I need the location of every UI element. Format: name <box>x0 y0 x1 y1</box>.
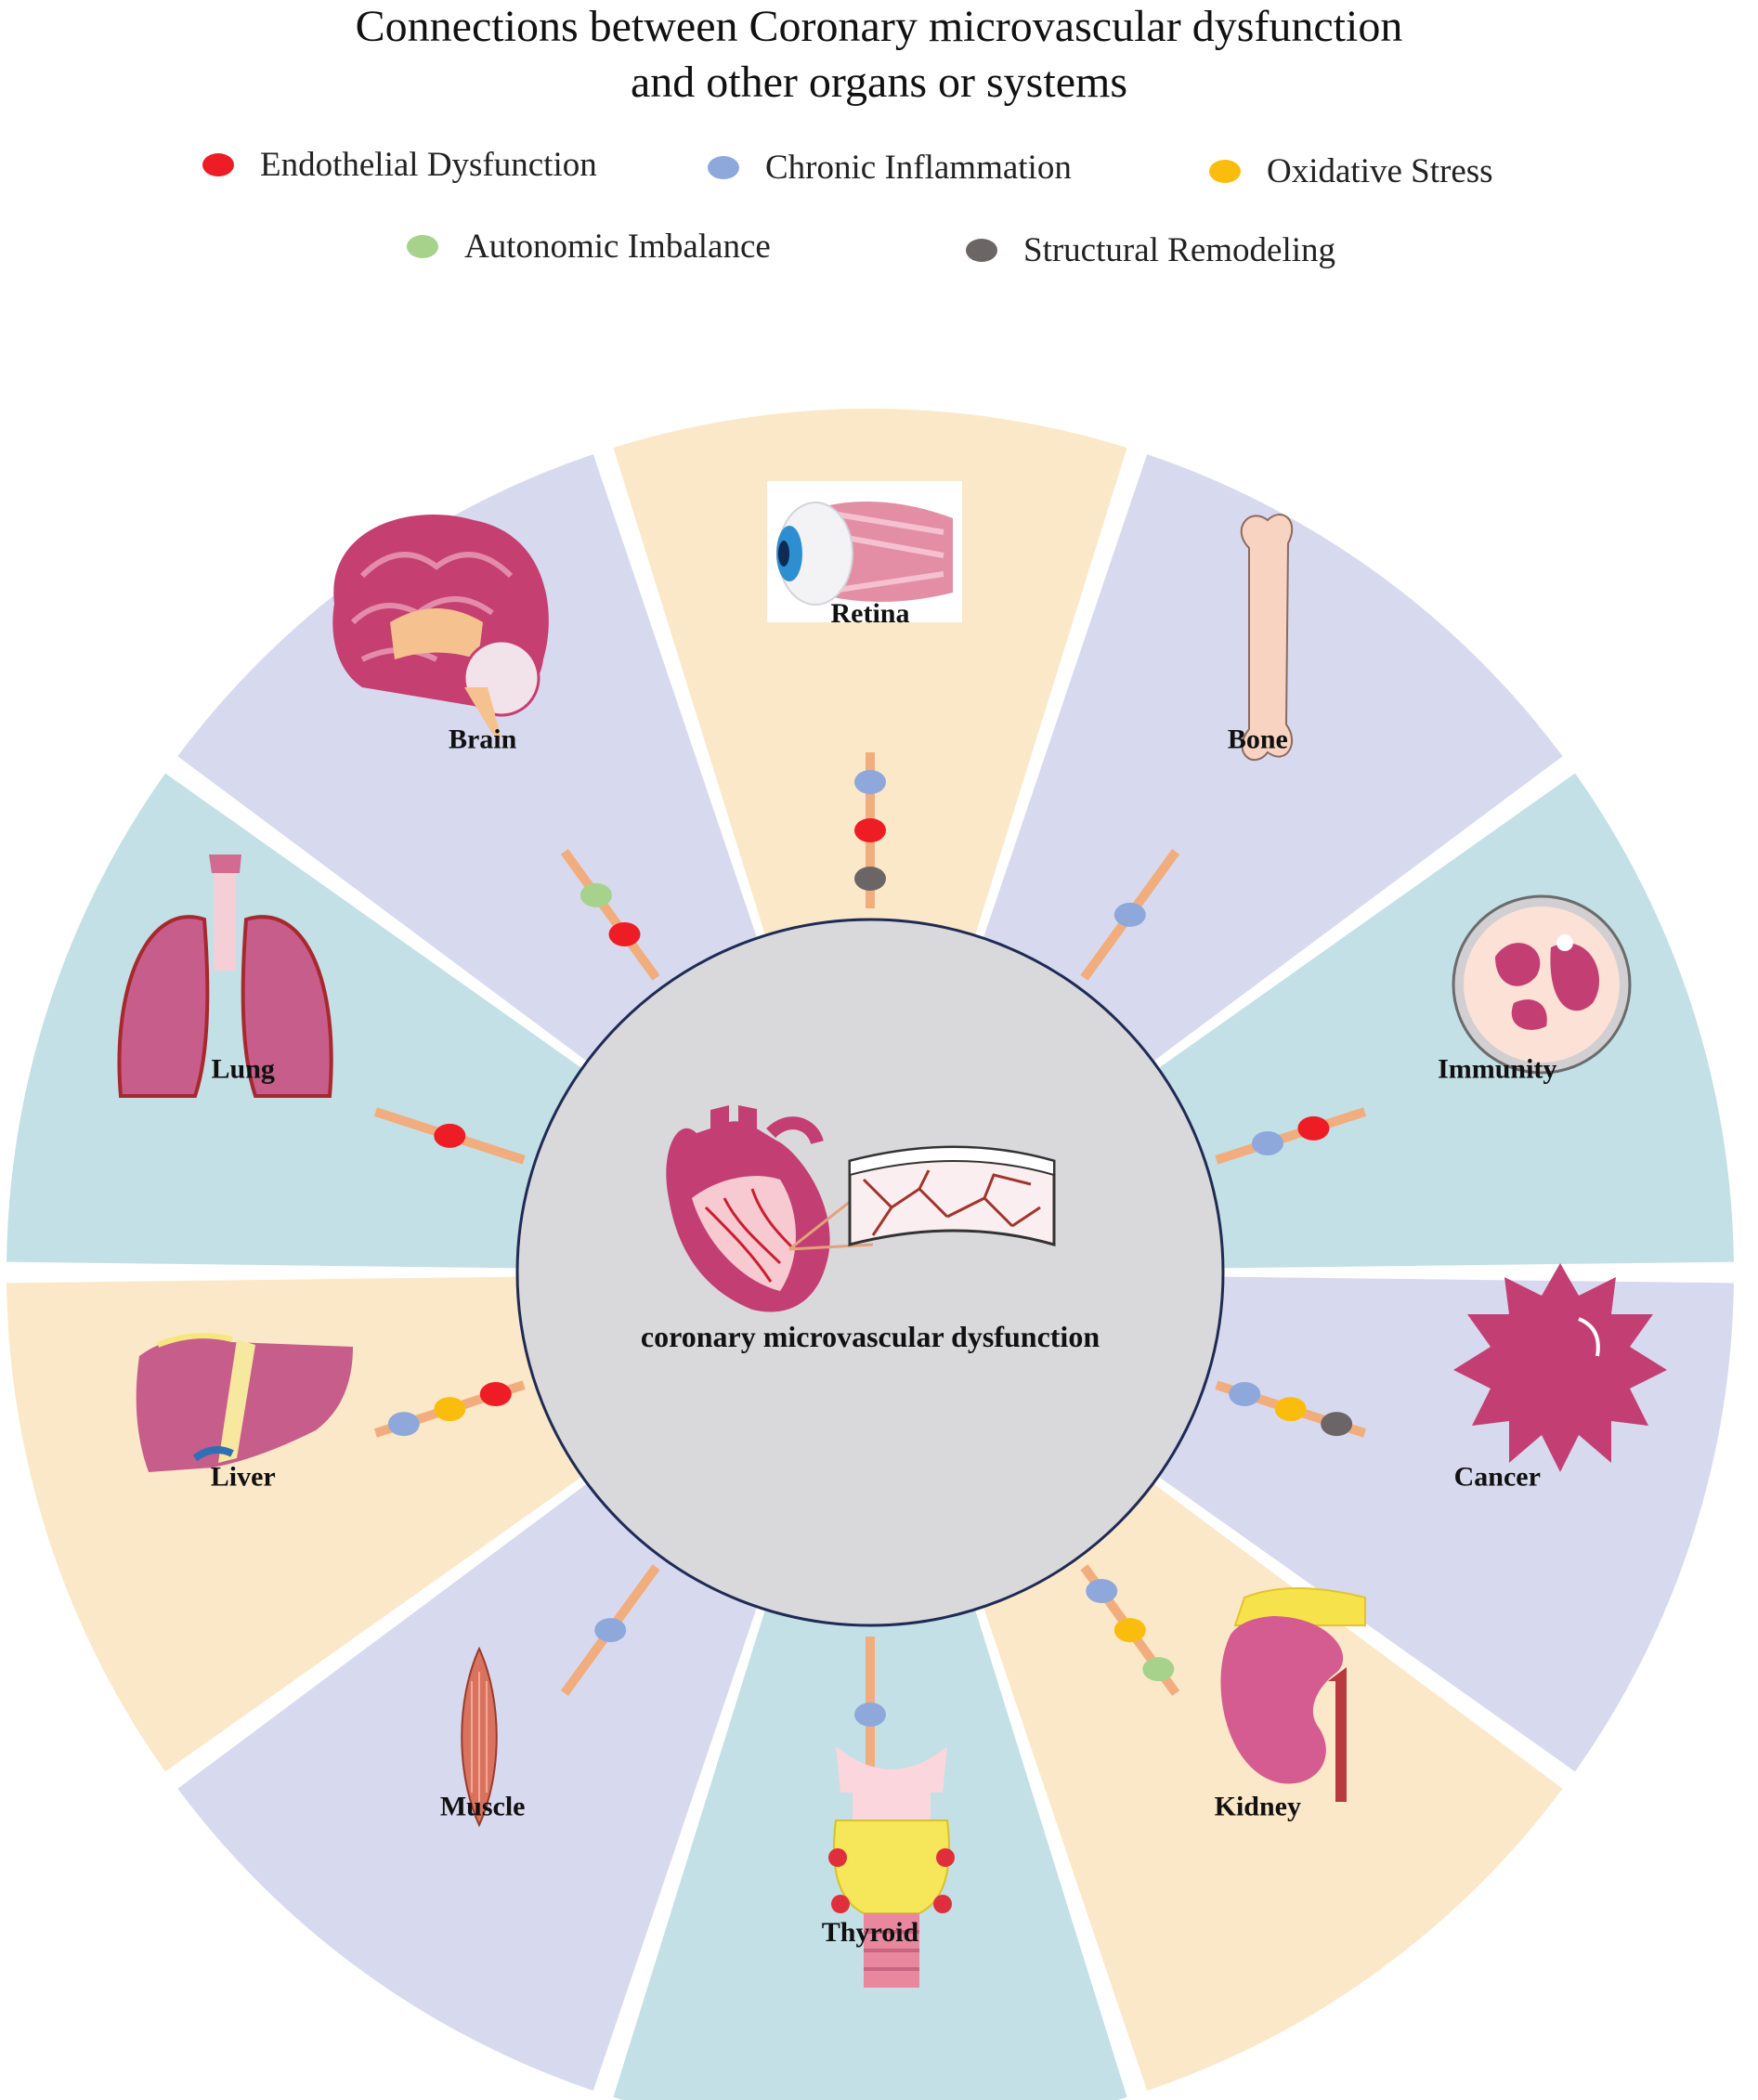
immune-cell-icon <box>1452 894 1632 1075</box>
legend-item-oxidative: Oxidative Stress <box>1209 151 1493 191</box>
legend-dot-endothelial <box>202 153 234 176</box>
mechanism-dot-cancer-oxidative <box>1274 1397 1307 1422</box>
title-line-1: Connections between Coronary microvascul… <box>355 2 1403 51</box>
mechanism-dot-kidney-inflammation <box>1086 1579 1118 1604</box>
mechanism-dot-retina-inflammation <box>854 770 886 794</box>
organ-label-retina: Retina <box>831 598 910 629</box>
thyroid-icon <box>828 1746 955 1988</box>
organ-label-bone: Bone <box>1228 724 1288 755</box>
mechanism-dot-kidney-autonomic <box>1142 1657 1175 1682</box>
mechanism-dot-liver-oxidative <box>434 1397 466 1422</box>
mechanism-dot-bone-inflammation <box>1113 902 1146 927</box>
mechanism-dot-brain-autonomic <box>579 882 612 907</box>
legend-item-endothelial: Endothelial Dysfunction <box>202 145 597 185</box>
brain-icon <box>332 515 549 738</box>
mechanism-dot-brain-endothelial <box>608 921 641 946</box>
mechanism-dot-immunity-endothelial <box>1297 1115 1330 1141</box>
organ-label-muscle: Muscle <box>440 1791 526 1821</box>
connector-brain <box>560 849 660 981</box>
mechanism-dot-thyroid-inflammation <box>854 1702 886 1727</box>
kidney-icon <box>1220 1587 1366 1802</box>
legend-label-inflammation: Chronic Inflammation <box>765 149 1072 187</box>
connector-group <box>373 752 1367 1793</box>
organ-label-liver: Liver <box>211 1461 276 1492</box>
organ-icon-group <box>117 481 1667 1988</box>
legend-item-inflammation: Chronic Inflammation <box>708 148 1072 188</box>
legend-dot-inflammation <box>708 156 739 179</box>
center-group: coronary microvascular dysfunction <box>515 918 1225 1627</box>
mechanism-dot-cancer-remodeling <box>1321 1412 1353 1437</box>
legend-label-oxidative: Oxidative Stress <box>1267 152 1493 190</box>
sector-immunity <box>1154 773 1734 1269</box>
center-circle <box>515 918 1225 1627</box>
organ-label-thyroid: Thyroid <box>822 1917 919 1948</box>
organ-label-cancer: Cancer <box>1454 1461 1541 1492</box>
mechanism-dot-liver-inflammation <box>387 1412 420 1437</box>
organ-label-lung: Lung <box>212 1054 275 1085</box>
mechanism-dot-lung-endothelial <box>434 1123 466 1148</box>
legend-item-remodeling: Structural Remodeling <box>966 230 1335 270</box>
lungs-icon <box>117 854 333 1098</box>
title-line-2: and other organs or systems <box>630 58 1128 107</box>
organ-label-immunity: Immunity <box>1438 1054 1556 1085</box>
organ-label-brain: Brain <box>449 724 517 755</box>
center-label: coronary microvascular dysfunction <box>641 1320 1100 1353</box>
legend-dot-oxidative <box>1209 160 1241 183</box>
mechanism-dot-retina-remodeling <box>854 867 886 891</box>
organ-label-kidney: Kidney <box>1215 1791 1301 1821</box>
legend-item-autonomic: Autonomic Imbalance <box>407 227 771 267</box>
liver-icon <box>136 1333 353 1472</box>
mechanism-dot-immunity-inflammation <box>1251 1130 1283 1155</box>
legend-dot-remodeling <box>966 239 997 262</box>
legend-label-endothelial: Endothelial Dysfunction <box>260 146 597 184</box>
legend-label-remodeling: Structural Remodeling <box>1023 231 1336 269</box>
legend-label-autonomic: Autonomic Imbalance <box>464 228 771 266</box>
legend-dot-autonomic <box>407 235 438 258</box>
connector-immunity <box>1215 1107 1367 1165</box>
mechanism-dot-kidney-oxidative <box>1113 1618 1146 1643</box>
mechanism-dot-liver-endothelial <box>479 1382 512 1407</box>
bone-icon <box>1240 514 1294 762</box>
mechanism-dot-cancer-inflammation <box>1229 1382 1261 1407</box>
mechanism-dot-muscle-inflammation <box>594 1618 627 1643</box>
cancer-cell-icon <box>1453 1263 1667 1472</box>
muscle-icon <box>461 1646 498 1828</box>
mechanism-dot-retina-endothelial <box>854 818 886 842</box>
heart-with-microvessels-icon <box>666 1105 1056 1312</box>
eye-icon <box>767 481 962 622</box>
sector-retina <box>613 409 1127 940</box>
